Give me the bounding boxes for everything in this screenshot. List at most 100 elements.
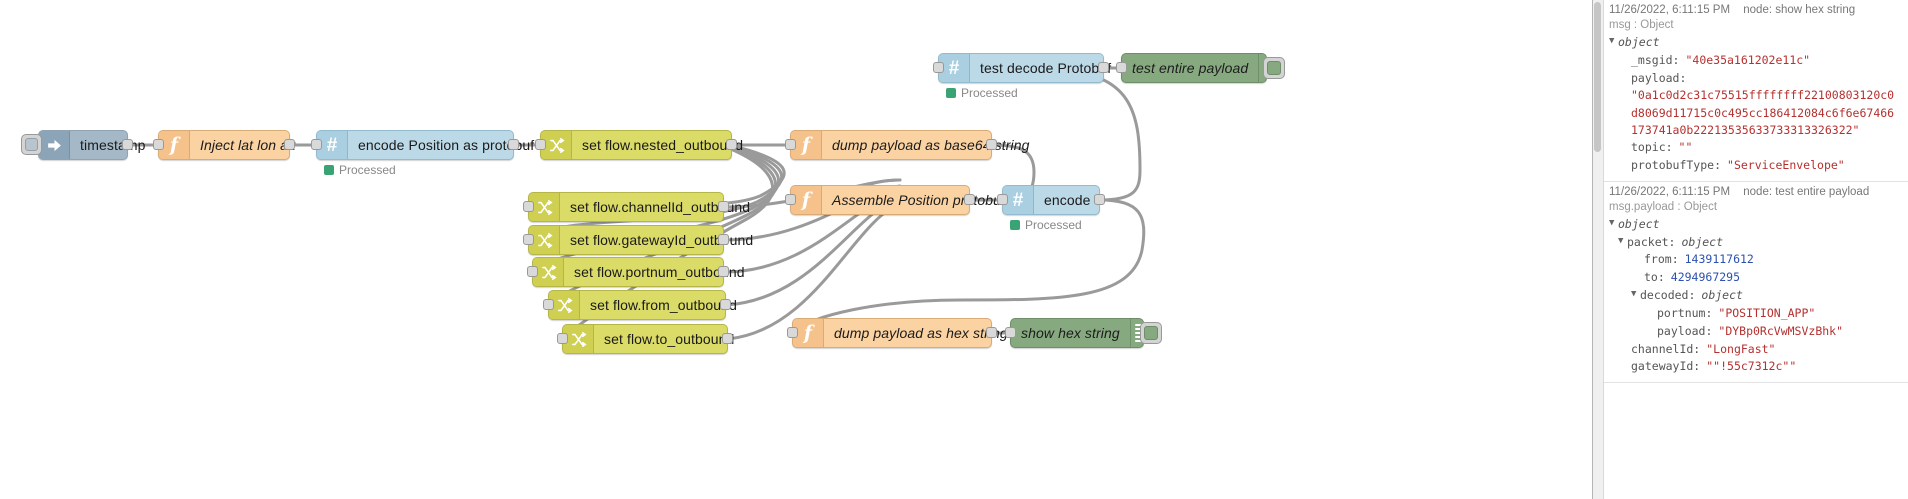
flow-node-set-nested[interactable]: set flow.nested_outbound [535, 130, 743, 160]
node-output-port[interactable] [1098, 62, 1109, 73]
chevron-down-icon[interactable]: ▼ [1618, 235, 1624, 246]
debug-message-header: 11/26/2022, 6:11:15 PM node: show hex st… [1609, 4, 1900, 16]
debug-source-path: msg : Object [1609, 19, 1674, 31]
debug-object-root[interactable]: ▼ object [1609, 34, 1900, 52]
node-input-port[interactable] [557, 333, 568, 344]
node-status: Processed [1010, 218, 1082, 232]
node-output-port[interactable] [1094, 194, 1105, 205]
debug-key: to: [1644, 270, 1665, 285]
node-output-port[interactable] [508, 139, 519, 150]
debug-value: "POSITION_APP" [1718, 305, 1816, 320]
debug-key: from: [1644, 252, 1679, 267]
debug-entry[interactable]: ▼ decoded: object [1609, 287, 1900, 305]
node-output-port[interactable] [986, 139, 997, 150]
debug-toggle-button[interactable] [1263, 57, 1285, 79]
debug-body: ▼ object _msgid: "40e35a161202e11c" payl… [1609, 34, 1900, 175]
debug-entry[interactable]: ▼ packet: object [1609, 234, 1900, 252]
debug-message[interactable]: 11/26/2022, 6:11:15 PM node: test entire… [1593, 182, 1908, 384]
debug-node-label: node: show hex string [1743, 4, 1856, 16]
node-output-port[interactable] [718, 266, 729, 277]
flow-node-encode[interactable]: #encode [997, 185, 1105, 215]
flow-node-label: Assemble Position protobuf [832, 192, 1006, 208]
flow-node-inject-lat-lon[interactable]: f Inject lat lon alt [153, 130, 295, 160]
debug-key: payload: [1631, 70, 1687, 85]
debug-key: topic: [1631, 140, 1673, 155]
flow-node-label: test entire payload [1132, 60, 1249, 76]
chevron-down-icon[interactable]: ▼ [1609, 36, 1615, 46]
debug-node-label: node: test entire payload [1743, 185, 1870, 198]
debug-value: "DYBp0RcVwMSVzBhk" [1718, 323, 1844, 338]
flow-node-set-to[interactable]: set flow.to_outbound [557, 324, 734, 354]
flow-node-show-hex[interactable]: show hex string [1005, 318, 1162, 348]
node-status-label: Processed [1025, 218, 1082, 232]
flow-node-label: show hex string [1021, 325, 1120, 341]
inject-arrow-icon [39, 131, 70, 159]
debug-key: portnum: [1657, 305, 1713, 320]
node-input-port[interactable] [535, 139, 546, 150]
debug-toggle-button[interactable] [1140, 322, 1162, 344]
node-output-port[interactable] [718, 201, 729, 212]
flow-node-set-portnum[interactable]: set flow.portnum_outbound [527, 257, 745, 287]
node-output-port[interactable] [122, 139, 133, 150]
node-output-port[interactable] [964, 194, 975, 205]
chevron-down-icon[interactable]: ▼ [1609, 217, 1615, 228]
debug-message[interactable]: 11/26/2022, 6:11:15 PM node: show hex st… [1593, 0, 1908, 182]
node-input-port[interactable] [933, 62, 944, 73]
flow-node-timestamp[interactable]: timestamp [21, 130, 145, 160]
sidebar-scrollbar[interactable] [1593, 0, 1604, 499]
node-input-port[interactable] [785, 194, 796, 205]
debug-entry: payload: [1609, 70, 1900, 88]
debug-key: channelId: [1631, 341, 1701, 356]
debug-entry: protobufType: "ServiceEnvelope" [1609, 157, 1900, 175]
node-input-port[interactable] [523, 234, 534, 245]
node-input-port[interactable] [1005, 327, 1016, 338]
node-input-port[interactable] [523, 201, 534, 212]
flow-node-encode-position[interactable]: #encode Position as protobuf [311, 130, 534, 160]
node-input-port[interactable] [527, 266, 538, 277]
flow-canvas[interactable]: timestamp f Inject lat lon alt #encode Posi… [0, 0, 1592, 499]
flow-node-set-channelid[interactable]: set flow.channelId_outbound [523, 192, 750, 222]
flow-node-set-gatewayid[interactable]: set flow.gatewayId_outbound [523, 225, 753, 255]
flow-node-label: Inject lat lon alt [200, 137, 296, 153]
sidebar-scrollbar-thumb[interactable] [1594, 2, 1601, 152]
chevron-down-icon[interactable]: ▼ [1631, 289, 1637, 300]
flow-node-set-from[interactable]: set flow.from_outbound [543, 290, 737, 320]
function-f-icon: f [791, 131, 822, 159]
debug-value: 1439117612 [1684, 252, 1754, 267]
debug-sidebar[interactable]: 11/26/2022, 6:11:15 PM node: show hex st… [1592, 0, 1908, 499]
debug-value: "40e35a161202e11c" [1685, 52, 1811, 67]
node-status-label: Processed [339, 163, 396, 177]
debug-key: gatewayId: [1631, 359, 1701, 374]
debug-entry: to: 4294967295 [1609, 269, 1900, 287]
node-input-port[interactable] [997, 194, 1008, 205]
node-output-port[interactable] [284, 139, 295, 150]
node-output-port[interactable] [722, 333, 733, 344]
node-output-port[interactable] [718, 234, 729, 245]
debug-key: protobufType: [1631, 158, 1722, 172]
node-output-port[interactable] [986, 327, 997, 338]
node-output-port[interactable] [726, 139, 737, 150]
node-input-port[interactable] [311, 139, 322, 150]
node-output-port[interactable] [720, 299, 731, 310]
flow-node-test-decode[interactable]: #test decode Protobuf [933, 53, 1111, 83]
debug-source-path: msg.payload : Object [1609, 200, 1718, 213]
node-input-port[interactable] [543, 299, 554, 310]
hash-icon: # [317, 131, 348, 159]
debug-value: "" [1678, 140, 1693, 155]
flow-node-test-entire[interactable]: test entire payload [1116, 53, 1285, 83]
node-input-port[interactable] [785, 139, 796, 150]
debug-value: 4294967295 [1670, 270, 1741, 285]
node-input-port[interactable] [153, 139, 164, 150]
node-input-port[interactable] [1116, 62, 1127, 73]
debug-object-root[interactable]: ▼ object [1609, 216, 1900, 234]
inject-trigger-button[interactable] [21, 134, 42, 155]
node-input-port[interactable] [787, 327, 798, 338]
debug-key: packet: [1627, 234, 1676, 249]
debug-entry: payload: "DYBp0RcVwMSVzBhk" [1609, 323, 1900, 341]
function-f-icon: f [159, 131, 190, 159]
debug-key: _msgid: [1631, 52, 1680, 67]
debug-value: ""!55c7312c"" [1706, 359, 1797, 374]
